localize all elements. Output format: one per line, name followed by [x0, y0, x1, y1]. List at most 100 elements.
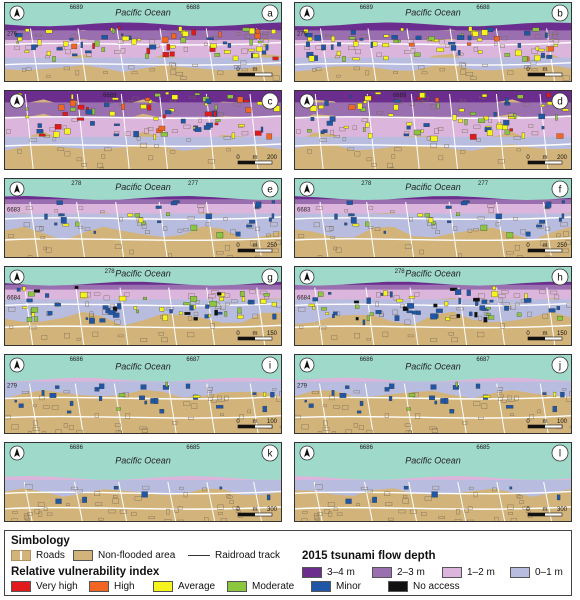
building-outline	[249, 289, 256, 294]
building-outline	[448, 331, 454, 336]
building-outline	[473, 46, 478, 52]
building-outline	[421, 71, 428, 75]
rvi-legend-item: Minor	[311, 581, 361, 592]
building-outline	[296, 129, 301, 134]
building-classified	[413, 129, 421, 136]
building-classified	[85, 50, 92, 54]
road	[4, 302, 282, 307]
building-outline	[439, 68, 445, 72]
building-classified	[431, 221, 436, 225]
building-outline	[342, 137, 347, 142]
scale-zero: 0	[236, 419, 240, 425]
grid-coordinate-label: 278	[105, 269, 116, 275]
building-classified	[309, 105, 317, 112]
non-flooded-swatch	[73, 550, 93, 561]
building-outline	[374, 227, 381, 231]
building-classified	[62, 111, 68, 116]
building-classified	[118, 393, 126, 398]
building-outline	[360, 486, 368, 490]
building-outline	[124, 292, 130, 297]
scale-value: 250	[267, 243, 278, 249]
building-outline	[171, 129, 178, 133]
building-classified	[66, 410, 72, 414]
building-outline	[177, 506, 183, 510]
building-outline	[330, 236, 336, 240]
building-outline	[470, 76, 477, 80]
building-classified	[457, 35, 465, 40]
building-classified	[561, 200, 565, 204]
north-arrow-icon	[9, 93, 25, 109]
building-outline	[183, 401, 191, 407]
building-outline	[552, 34, 558, 39]
building-classified	[458, 297, 461, 305]
building-outline	[220, 518, 227, 522]
building-outline	[366, 157, 372, 162]
road	[167, 481, 177, 522]
building-outline	[169, 62, 176, 67]
building-outline	[149, 39, 155, 45]
building-classified	[217, 311, 223, 315]
rvi-legend-item: High	[89, 581, 135, 592]
north-arrow-icon	[9, 5, 25, 21]
scale-value: 100	[557, 419, 568, 425]
building-outline	[186, 332, 195, 338]
building-classified	[473, 297, 480, 302]
roads-swatch	[11, 550, 31, 561]
building-outline	[497, 159, 505, 164]
grid-coordinate-label: 6688	[186, 5, 200, 11]
depth-legend-item: 1–2 m	[442, 567, 495, 578]
building-classified	[308, 303, 315, 307]
road	[75, 287, 85, 346]
building-outline	[29, 325, 37, 330]
building-classified	[171, 33, 177, 39]
building-classified	[503, 120, 510, 126]
north-arrow-icon	[9, 445, 25, 461]
building-classified	[239, 291, 245, 297]
north-arrow-icon	[9, 357, 25, 373]
ocean-area	[4, 178, 282, 200]
building-classified	[237, 314, 244, 319]
road	[168, 287, 178, 346]
building-classified	[99, 318, 106, 323]
scale-zero: 0	[236, 507, 240, 513]
building-classified	[169, 309, 173, 314]
building-outline	[26, 67, 32, 71]
building-classified	[205, 98, 212, 104]
building-classified	[246, 224, 253, 228]
building-classified	[321, 307, 327, 311]
building-classified	[104, 102, 110, 107]
building-classified	[72, 53, 78, 57]
building-outline	[513, 136, 521, 140]
building-outline	[460, 98, 466, 103]
building-classified	[352, 223, 360, 227]
building-outline	[162, 226, 168, 231]
building-outline	[117, 334, 124, 338]
building-classified	[345, 498, 352, 504]
building-outline	[473, 228, 479, 232]
road	[256, 287, 266, 346]
building-outline	[301, 518, 308, 522]
building-outline	[183, 492, 188, 498]
building-classified	[145, 97, 151, 102]
building-outline	[226, 494, 231, 499]
building-outline	[81, 162, 87, 167]
road	[408, 481, 418, 522]
building-classified	[133, 306, 138, 310]
building-outline	[25, 206, 33, 210]
building-classified	[467, 42, 472, 46]
building-classified	[460, 201, 468, 206]
building-outline	[525, 509, 531, 513]
ocean-area	[294, 354, 572, 382]
building-classified	[435, 97, 440, 102]
building-outline	[147, 127, 154, 131]
building-classified	[434, 400, 438, 405]
building-classified	[36, 129, 44, 134]
building-classified	[169, 51, 175, 57]
building-outline	[210, 323, 215, 329]
building-outline	[214, 306, 222, 309]
building-outline	[125, 131, 131, 136]
building-outline	[32, 427, 40, 432]
panel-border	[294, 354, 572, 434]
